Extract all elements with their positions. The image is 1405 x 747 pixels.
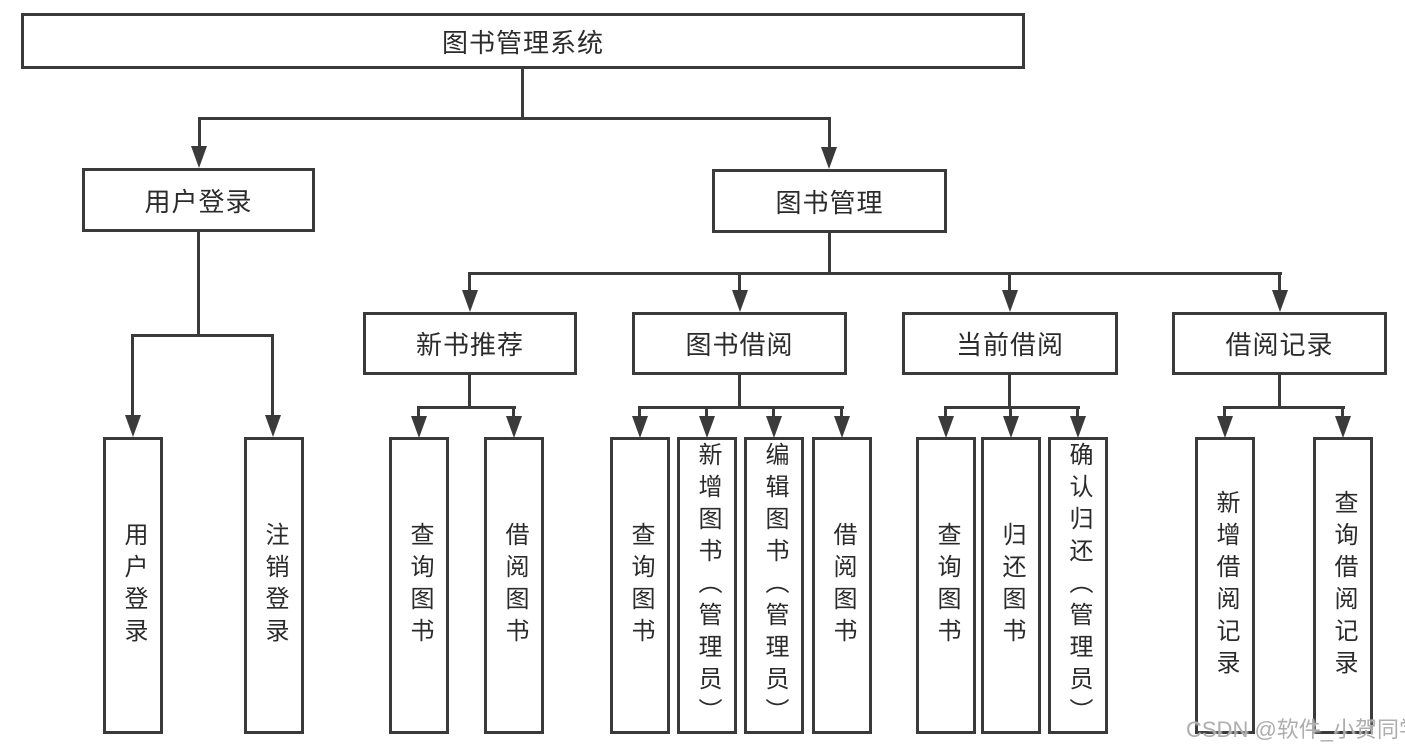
connector-line [1223,406,1226,417]
connector-line [638,406,844,409]
connector-line [1008,272,1011,292]
connector-line [1008,375,1011,408]
arrow-down-icon [1272,290,1288,312]
leaf-confirm-return-admin: 确认归还（管理员） [1048,437,1108,734]
connector-line [1341,406,1344,417]
leaf-label: 新增借阅记录 [1212,489,1239,682]
node-label: 图书借阅 [685,330,794,360]
arrow-down-icon [1070,416,1086,438]
leaf-label: 借阅图书 [501,521,528,650]
connector-line [828,117,831,149]
connector-line [638,406,641,417]
watermark: CSDN @软件_小贺同学 [1186,717,1405,742]
leaf-borrow-book-recommend: 借阅图书 [484,437,544,734]
arrow-down-icon [1335,416,1351,438]
arrow-down-icon [1003,416,1019,438]
connector-line [131,334,274,337]
connector-line [1009,406,1012,417]
leaf-query-book-current: 查询图书 [916,437,976,734]
connector-line [944,406,947,417]
connector-line [197,232,200,337]
node-label: 图书管理 [775,187,884,218]
arrow-down-icon [766,416,782,438]
connector-line [828,233,831,274]
arrow-down-icon [265,415,281,437]
connector-line [417,406,420,417]
arrow-down-icon [632,416,648,438]
connector-line [198,117,201,148]
connector-line [271,334,274,416]
leaf-edit-book-admin: 编辑图书（管理员） [744,437,804,734]
leaf-label: 新增图书（管理员） [694,441,721,730]
connector-line [198,117,831,120]
node-user-login: 用户登录 [82,168,315,232]
connector-line [521,69,524,119]
leaf-logout: 注销登录 [244,437,304,734]
node-label: 用户登录 [144,186,253,217]
leaf-label: 注销登录 [261,521,288,650]
arrow-down-icon [699,416,715,438]
node-book-borrowing: 图书借阅 [632,312,847,375]
connector-line [705,406,708,417]
connector-line [131,334,134,416]
leaf-query-book-recommend: 查询图书 [389,437,449,734]
arrow-down-icon [411,416,427,438]
connector-line [772,406,775,417]
leaf-borrow-book-borrowing: 借阅图书 [812,437,872,734]
leaf-label: 查询图书 [627,521,654,650]
connector-line [840,406,843,417]
leaf-label: 查询图书 [933,521,960,650]
arrow-down-icon [1002,290,1018,312]
leaf-label: 查询借阅记录 [1330,489,1357,682]
connector-line [1278,272,1281,292]
leaf-return-book: 归还图书 [981,437,1041,734]
arrow-down-icon [938,416,954,438]
leaf-label: 确认归还（管理员） [1065,441,1092,730]
connector-line [1076,406,1079,417]
arrow-down-icon [506,416,522,438]
connector-line [944,406,1080,409]
node-label: 新书推荐 [415,330,524,360]
leaf-query-book-borrowing: 查询图书 [610,437,670,734]
connector-line [468,272,1282,275]
leaf-label: 归还图书 [998,521,1025,650]
node-current-borrowing: 当前借阅 [902,312,1118,375]
arrow-down-icon [462,290,478,312]
leaf-label: 查询图书 [406,521,433,650]
connector-line [512,406,515,417]
connector-line [468,375,471,408]
leaf-label: 编辑图书（管理员） [761,441,788,730]
connector-line [1278,375,1281,408]
connector-line [738,375,741,408]
arrow-down-icon [1217,416,1233,438]
arrow-down-icon [125,415,141,437]
node-system-root: 图书管理系统 [21,13,1025,69]
arrow-down-icon [834,416,850,438]
leaf-add-book-admin: 新增图书（管理员） [677,437,737,734]
node-label: 借阅记录 [1225,330,1334,360]
leaf-label: 用户登录 [120,521,147,650]
connector-line [1223,406,1345,409]
leaf-add-borrow-record: 新增借阅记录 [1195,437,1255,734]
node-borrowing-records: 借阅记录 [1172,312,1387,375]
arrow-down-icon [191,146,207,168]
connector-line [417,406,516,409]
node-book-management: 图书管理 [712,169,947,233]
connector-line [468,272,471,292]
node-new-book-recommend: 新书推荐 [363,312,577,375]
connector-line [738,272,741,292]
arrow-down-icon [732,290,748,312]
leaf-query-borrow-record: 查询借阅记录 [1313,437,1373,734]
leaf-label: 借阅图书 [829,521,856,650]
node-label: 图书管理系统 [441,27,604,58]
leaf-user-login: 用户登录 [103,437,163,734]
arrow-down-icon [821,147,837,169]
node-label: 当前借阅 [955,330,1064,360]
